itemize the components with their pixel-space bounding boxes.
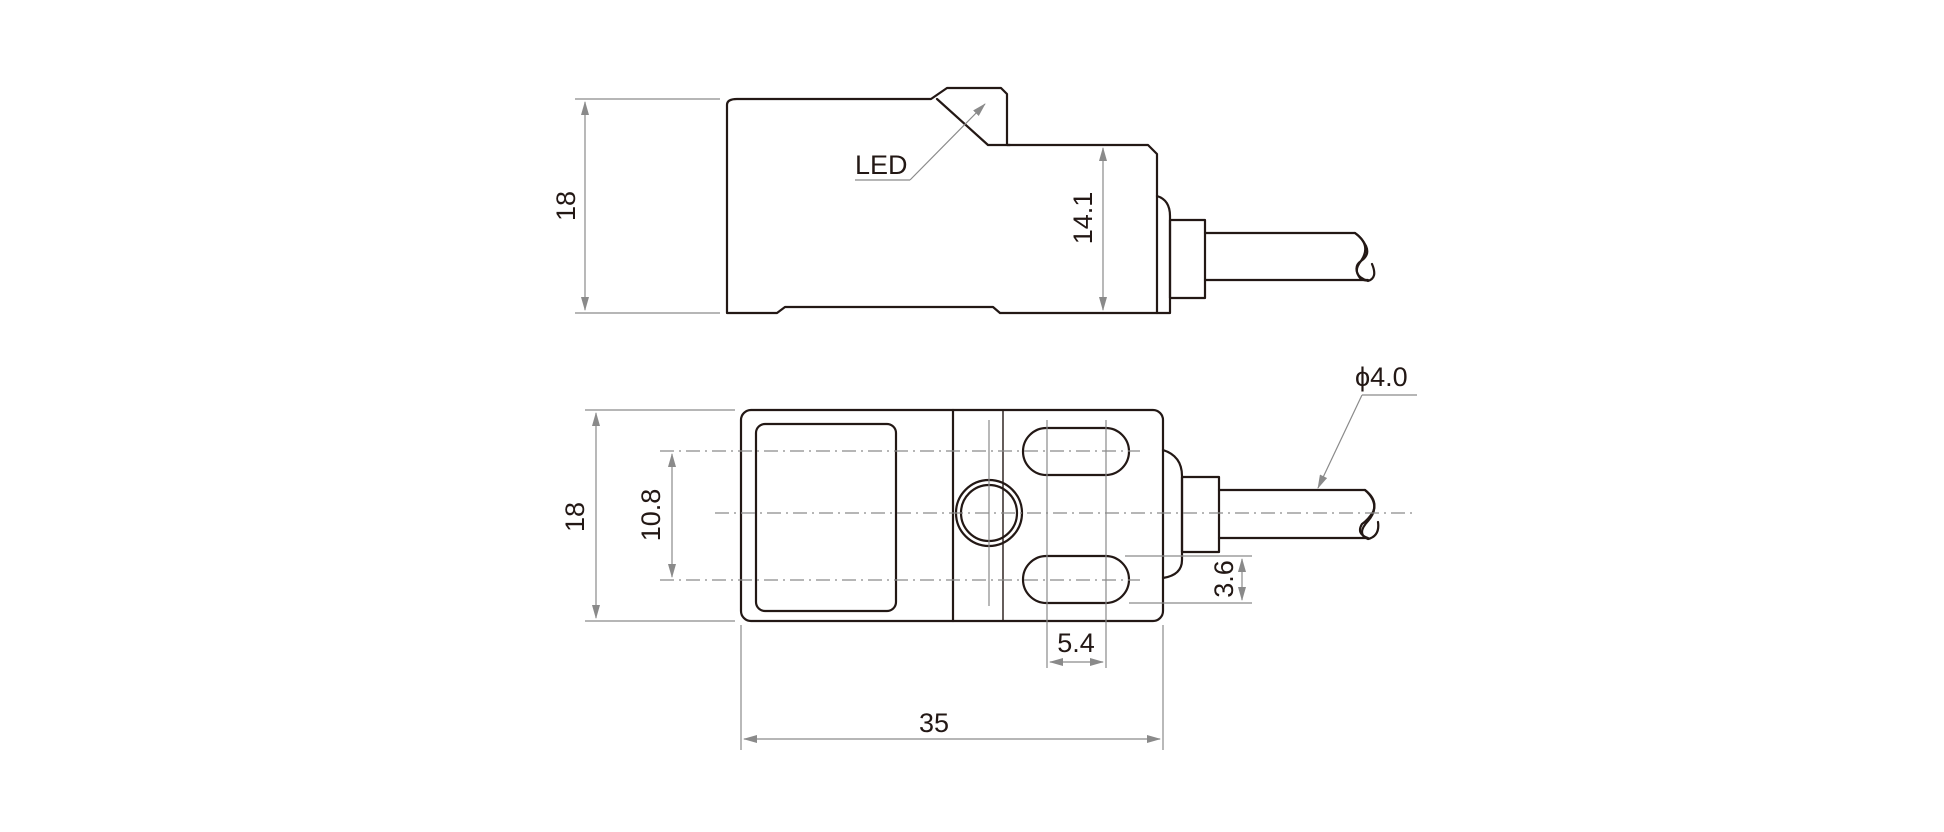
side-body-outline — [725, 86, 1159, 315]
led-chamfer — [935, 97, 1012, 147]
top-cable — [1217, 488, 1376, 540]
top-cable-gland — [1180, 475, 1221, 554]
top-cable-end — [1360, 488, 1380, 541]
side-connector-boss — [1155, 194, 1172, 315]
top-height-label: 18 — [560, 502, 590, 532]
slot-spacing-label: 10.8 — [636, 489, 666, 542]
slot-width-label: 3.6 — [1209, 560, 1239, 598]
side-cable-gland — [1168, 218, 1207, 300]
cable-diameter-label: ϕ4.0 — [1355, 362, 1408, 392]
slot-length-label: 5.4 — [1057, 628, 1095, 658]
side-height-label: 18 — [551, 191, 581, 221]
front-height-label: 14.1 — [1068, 192, 1098, 245]
led-label: LED — [855, 150, 908, 180]
top-connector-boss — [1161, 448, 1184, 580]
top-view: 5.4 3.6 18 10.8 35 ϕ4.0 — [560, 362, 1417, 750]
side-view: LED 18 14.1 — [551, 86, 1376, 315]
cable-diameter-leader — [1317, 394, 1363, 489]
length-label: 35 — [919, 708, 949, 738]
side-cable-end — [1353, 231, 1376, 283]
side-cable — [1203, 231, 1370, 282]
sensing-face — [754, 422, 898, 613]
led-leader — [909, 103, 986, 181]
